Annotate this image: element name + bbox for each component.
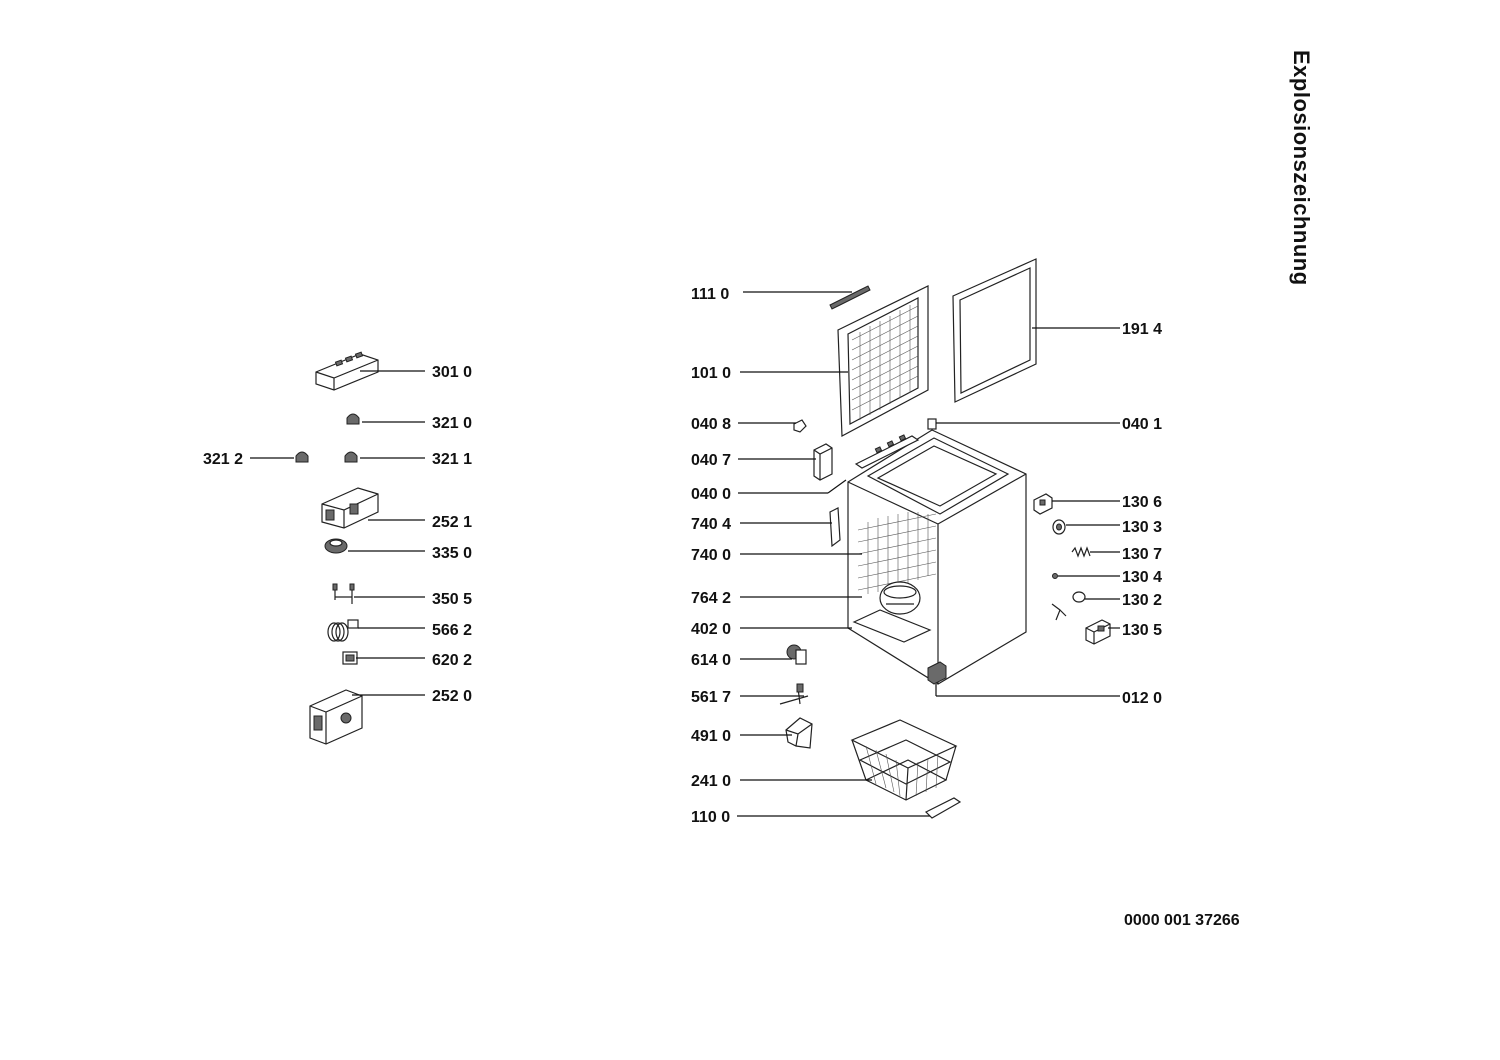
part-740-4-bracket (829, 507, 841, 548)
label-040-7: 040 7 (691, 452, 731, 469)
label-241-0: 241 0 (691, 773, 731, 790)
part-491-0-cover (785, 717, 813, 749)
part-040-8-clip (793, 419, 807, 433)
label-350-5: 350 5 (432, 591, 472, 608)
part-191-4-gasket (952, 258, 1037, 403)
freezer-cabinet (847, 429, 1027, 685)
label-561-7: 561 7 (691, 689, 731, 706)
label-130-3: 130 3 (1122, 519, 1162, 536)
part-614-0-relay (786, 644, 807, 665)
part-252-1-housing (321, 487, 379, 529)
part-130-5-cover (1085, 619, 1111, 645)
document-number: 0000 001 37266 (1124, 912, 1240, 929)
label-764-2: 764 2 (691, 590, 731, 607)
part-252-0-housing (309, 689, 363, 745)
label-101-0: 101 0 (691, 365, 731, 382)
part-566-2-cable (327, 619, 359, 642)
label-301-0: 301 0 (432, 364, 472, 381)
label-111-0: 111 0 (691, 286, 729, 303)
label-740-0: 740 0 (691, 547, 731, 564)
part-130-4-screw (1052, 573, 1058, 579)
label-335-0: 335 0 (432, 545, 472, 562)
part-321-2-knob (295, 451, 309, 463)
part-040-1-hinge (927, 418, 937, 430)
drawing-title: Explosionszeichnung (1289, 50, 1314, 286)
label-620-2: 620 2 (432, 652, 472, 669)
label-130-7: 130 7 (1122, 546, 1162, 563)
label-614-0: 614 0 (691, 652, 731, 669)
label-130-6: 130 6 (1122, 494, 1162, 511)
label-566-2: 566 2 (432, 622, 472, 639)
part-321-1-knob (344, 451, 358, 463)
label-321-0: 321 0 (432, 415, 472, 432)
part-130-2-bulb (1051, 591, 1086, 621)
part-561-7-cable-clip (779, 683, 809, 705)
label-740-4: 740 4 (691, 516, 731, 533)
label-321-1: 321 1 (432, 451, 472, 468)
part-130-7-spring (1071, 546, 1091, 558)
label-252-1: 252 1 (432, 514, 472, 531)
part-111-0-lid-handle (829, 285, 871, 310)
label-110-0: 110 0 (691, 809, 730, 826)
label-252-0: 252 0 (432, 688, 472, 705)
label-130-2: 130 2 (1122, 592, 1162, 609)
label-040-8: 040 8 (691, 416, 731, 433)
label-191-4: 191 4 (1122, 321, 1162, 338)
label-130-4: 130 4 (1122, 569, 1162, 586)
part-301-0-control-panel (315, 351, 379, 391)
part-130-3-ring (1052, 519, 1066, 535)
label-130-5: 130 5 (1122, 622, 1162, 639)
part-040-7-hinge (813, 443, 833, 481)
label-040-0: 040 0 (691, 486, 731, 503)
part-101-0-lid (837, 285, 929, 437)
part-321-0-knob (346, 413, 360, 425)
part-335-0-lamp-cover (324, 538, 348, 554)
label-012-0: 012 0 (1122, 690, 1162, 707)
part-130-6-bracket (1033, 493, 1053, 515)
label-040-1: 040 1 (1122, 416, 1162, 433)
label-321-2: 321 2 (203, 451, 243, 468)
label-402-0: 402 0 (691, 621, 731, 638)
part-110-0-handle (924, 797, 962, 819)
label-491-0: 491 0 (691, 728, 731, 745)
part-620-2-switch (342, 651, 358, 665)
part-350-5-connector (332, 583, 355, 604)
part-241-0-basket (850, 719, 958, 801)
